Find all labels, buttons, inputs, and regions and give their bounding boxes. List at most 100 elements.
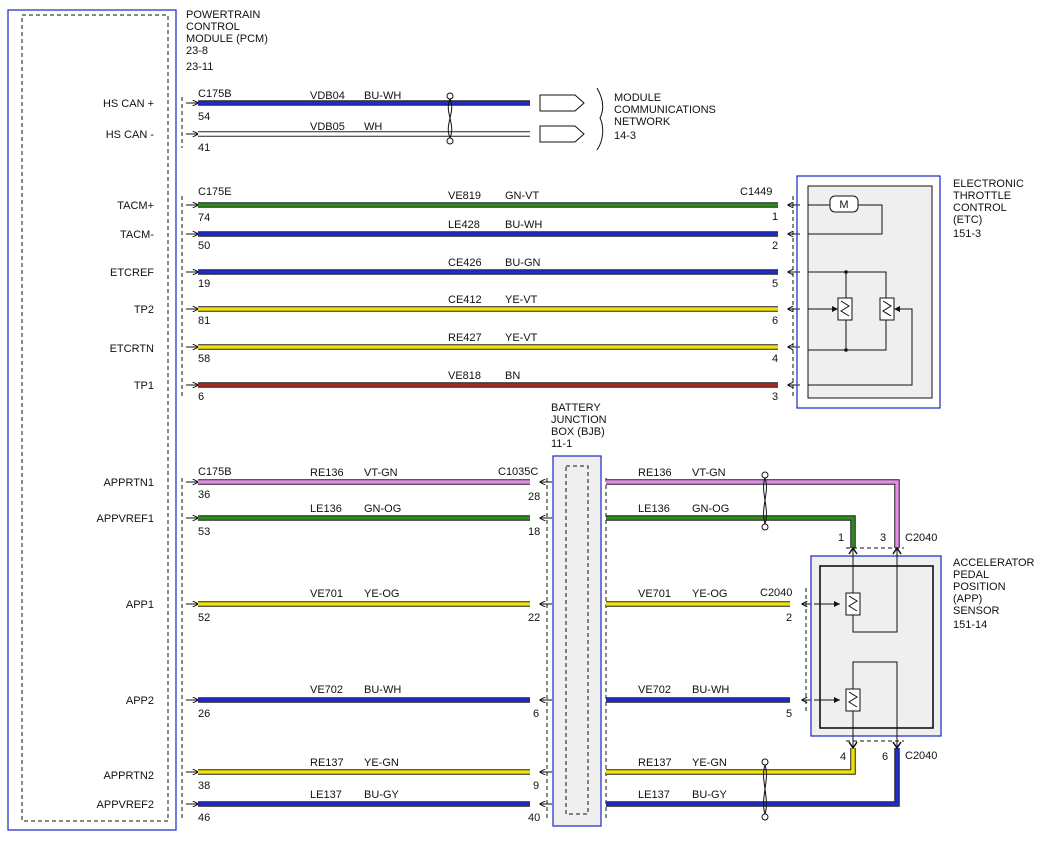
app-pin-4: 4 — [840, 751, 846, 763]
connector-c1449: C1449 — [740, 186, 772, 198]
etc-label-line-3: CONTROL — [953, 202, 1007, 214]
module-comm-line-2: COMMUNICATIONS — [614, 104, 716, 116]
pin-74: 74 — [198, 212, 210, 224]
hs-can-minus-circuit[interactable]: 41 VDB05 WH — [186, 121, 530, 154]
app-pin-5: 5 — [786, 708, 792, 720]
bjb-label-line-2: JUNCTION — [551, 414, 607, 426]
circuit-ce426-color: BU-GN — [505, 257, 541, 269]
pin-label-etcref: ETCREF — [110, 267, 154, 279]
pin-46: 46 — [198, 812, 210, 824]
pin-label-tp1: TP1 — [134, 380, 154, 392]
pin-label-hs-can-minus: HS CAN - — [106, 129, 155, 141]
app-pin-2: 2 — [786, 612, 792, 624]
potentiometer-icon — [808, 297, 913, 386]
bjb-pin-9: 9 — [533, 780, 539, 792]
pin-54: 54 — [198, 111, 210, 123]
app-sensor-module[interactable] — [810, 546, 942, 750]
etc-pin-1: 1 — [772, 211, 778, 223]
circuit-le137-color-left: BU-GY — [364, 789, 400, 801]
bjb-pin-6: 6 — [533, 708, 539, 720]
pin-label-appvref2: APPVREF2 — [97, 799, 154, 811]
pin-label-apprtn2: APPRTN2 — [103, 770, 154, 782]
hs-can-plus-circuit[interactable]: 54 VDB04 BU-WH — [186, 90, 530, 123]
pin-label-hs-can-plus: HS CAN + — [103, 98, 154, 110]
twisted-pair-symbol-app-bottom — [761, 758, 769, 821]
circuit-re137-id-left: RE137 — [310, 757, 344, 769]
module-comm-line-3: NETWORK — [614, 116, 671, 128]
app-pin-1: 1 — [838, 532, 844, 544]
circuit-ve818-color: BN — [505, 370, 520, 382]
circuit-ve818[interactable]: 6 VE818 BN 3 — [186, 370, 800, 403]
circuit-re427[interactable]: 58 RE427 YE-VT 4 — [186, 332, 800, 365]
module-comm-label: MODULE COMMUNICATIONS NETWORK 14-3 — [614, 92, 716, 142]
circuit-ce412[interactable]: 81 CE412 YE-VT 6 — [186, 294, 800, 327]
connector-c1035c: C1035C — [498, 466, 538, 478]
pin-label-tacm-minus: TACM- — [120, 229, 154, 241]
circuit-ve819[interactable]: 74 VE819 GN-VT 1 — [186, 190, 800, 224]
app-pin-3: 3 — [880, 532, 886, 544]
circuit-ve702-id-right: VE702 — [638, 684, 671, 696]
circuit-le137-id-right: LE137 — [638, 789, 670, 801]
pin-label-app2: APP2 — [126, 695, 154, 707]
app-label-line-3: POSITION — [953, 581, 1006, 593]
pcm-module[interactable] — [7, 9, 177, 831]
pcm-title-line-5: 23-11 — [186, 61, 213, 73]
circuit-le137-color-right: BU-GY — [692, 789, 728, 801]
circuit-re137[interactable]: 38 RE137 YE-GN 9 RE137 YE-GN 4 — [186, 748, 856, 792]
pin-label-app1: APP1 — [126, 599, 154, 611]
circuit-ve702[interactable]: 26 VE702 BU-WH 6 VE702 BU-WH 5 — [186, 684, 814, 720]
app-label-line-1: ACCELERATOR — [953, 557, 1035, 569]
pin-26: 26 — [198, 708, 210, 720]
circuit-vdb04-color: BU-WH — [364, 90, 401, 102]
app-sensor-label: ACCELERATOR PEDAL POSITION (APP) SENSOR … — [953, 557, 1035, 631]
circuit-le428[interactable]: 50 LE428 BU-WH 2 — [186, 219, 800, 252]
bjb-label-line-4: 11-1 — [551, 438, 572, 450]
app-label-line-6: 151-14 — [953, 619, 987, 631]
pcm-title-line-1: POWERTRAIN — [186, 9, 260, 21]
pin-label-appvref1: APPVREF1 — [97, 513, 154, 525]
pcm-title-line-3: MODULE (PCM) — [186, 33, 268, 45]
twisted-pair-symbol-app-top — [761, 471, 769, 531]
brace-symbol — [596, 87, 604, 151]
circuit-le428-color: BU-WH — [505, 219, 542, 231]
etc-module[interactable]: M — [796, 175, 941, 409]
connector-shape-can-minus — [539, 125, 585, 143]
circuit-vdb05-id: VDB05 — [310, 121, 345, 133]
circuit-ve819-color: GN-VT — [505, 190, 540, 202]
pin-label-tp2: TP2 — [134, 304, 154, 316]
etc-pin-3: 3 — [772, 391, 778, 403]
etc-label-line-5: 151-3 — [953, 228, 981, 240]
circuit-re427-color: YE-VT — [505, 332, 538, 344]
pin-38: 38 — [198, 780, 210, 792]
etc-inner-panel — [807, 185, 933, 399]
app-label-line-5: SENSOR — [953, 605, 1000, 617]
pcm-outline — [7, 9, 177, 831]
bjb-pin-18: 18 — [528, 526, 540, 538]
circuit-ce412-id: CE412 — [448, 294, 482, 306]
wire-le137-right — [606, 748, 899, 806]
circuit-ve701[interactable]: 52 VE701 YE-OG 22 VE701 YE-OG 2 — [186, 588, 814, 624]
circuit-re137-color-left: YE-GN — [364, 757, 399, 769]
motor-symbol-label: M — [839, 199, 848, 211]
circuit-le136[interactable]: 53 LE136 GN-OG 18 LE136 GN-OG 1 — [186, 503, 856, 548]
pin-50: 50 — [198, 240, 210, 252]
circuit-re136-color-right: VT-GN — [692, 467, 726, 479]
circuit-re136[interactable]: 36 RE136 VT-GN 28 RE136 VT-GN 3 — [186, 467, 900, 548]
pin-81: 81 — [198, 315, 210, 327]
pin-41: 41 — [198, 142, 210, 154]
pin-label-apprtn1: APPRTN1 — [103, 477, 154, 489]
circuit-ce426-id: CE426 — [448, 257, 482, 269]
circuit-ve701-id-right: VE701 — [638, 588, 671, 600]
circuit-le137[interactable]: 46 40 LE137 BU-GY LE137 BU-GY 6 — [186, 748, 900, 824]
bjb-pin-28: 28 — [528, 491, 540, 503]
circuit-ve819-id: VE819 — [448, 190, 481, 202]
connector-c175b-bottom: C175B — [198, 466, 232, 478]
app-label-line-4: (APP) — [953, 593, 982, 605]
circuit-ce426[interactable]: 19 CE426 BU-GN 5 — [186, 257, 800, 290]
bjb-module[interactable] — [552, 455, 602, 827]
connector-c175b-top: C175B — [198, 88, 232, 100]
pcm-inner-dashed — [21, 14, 169, 822]
circuit-ve701-id-left: VE701 — [310, 588, 343, 600]
pin-label-tacm-plus: TACM+ — [117, 200, 154, 212]
circuit-le136-id-right: LE136 — [638, 503, 670, 515]
